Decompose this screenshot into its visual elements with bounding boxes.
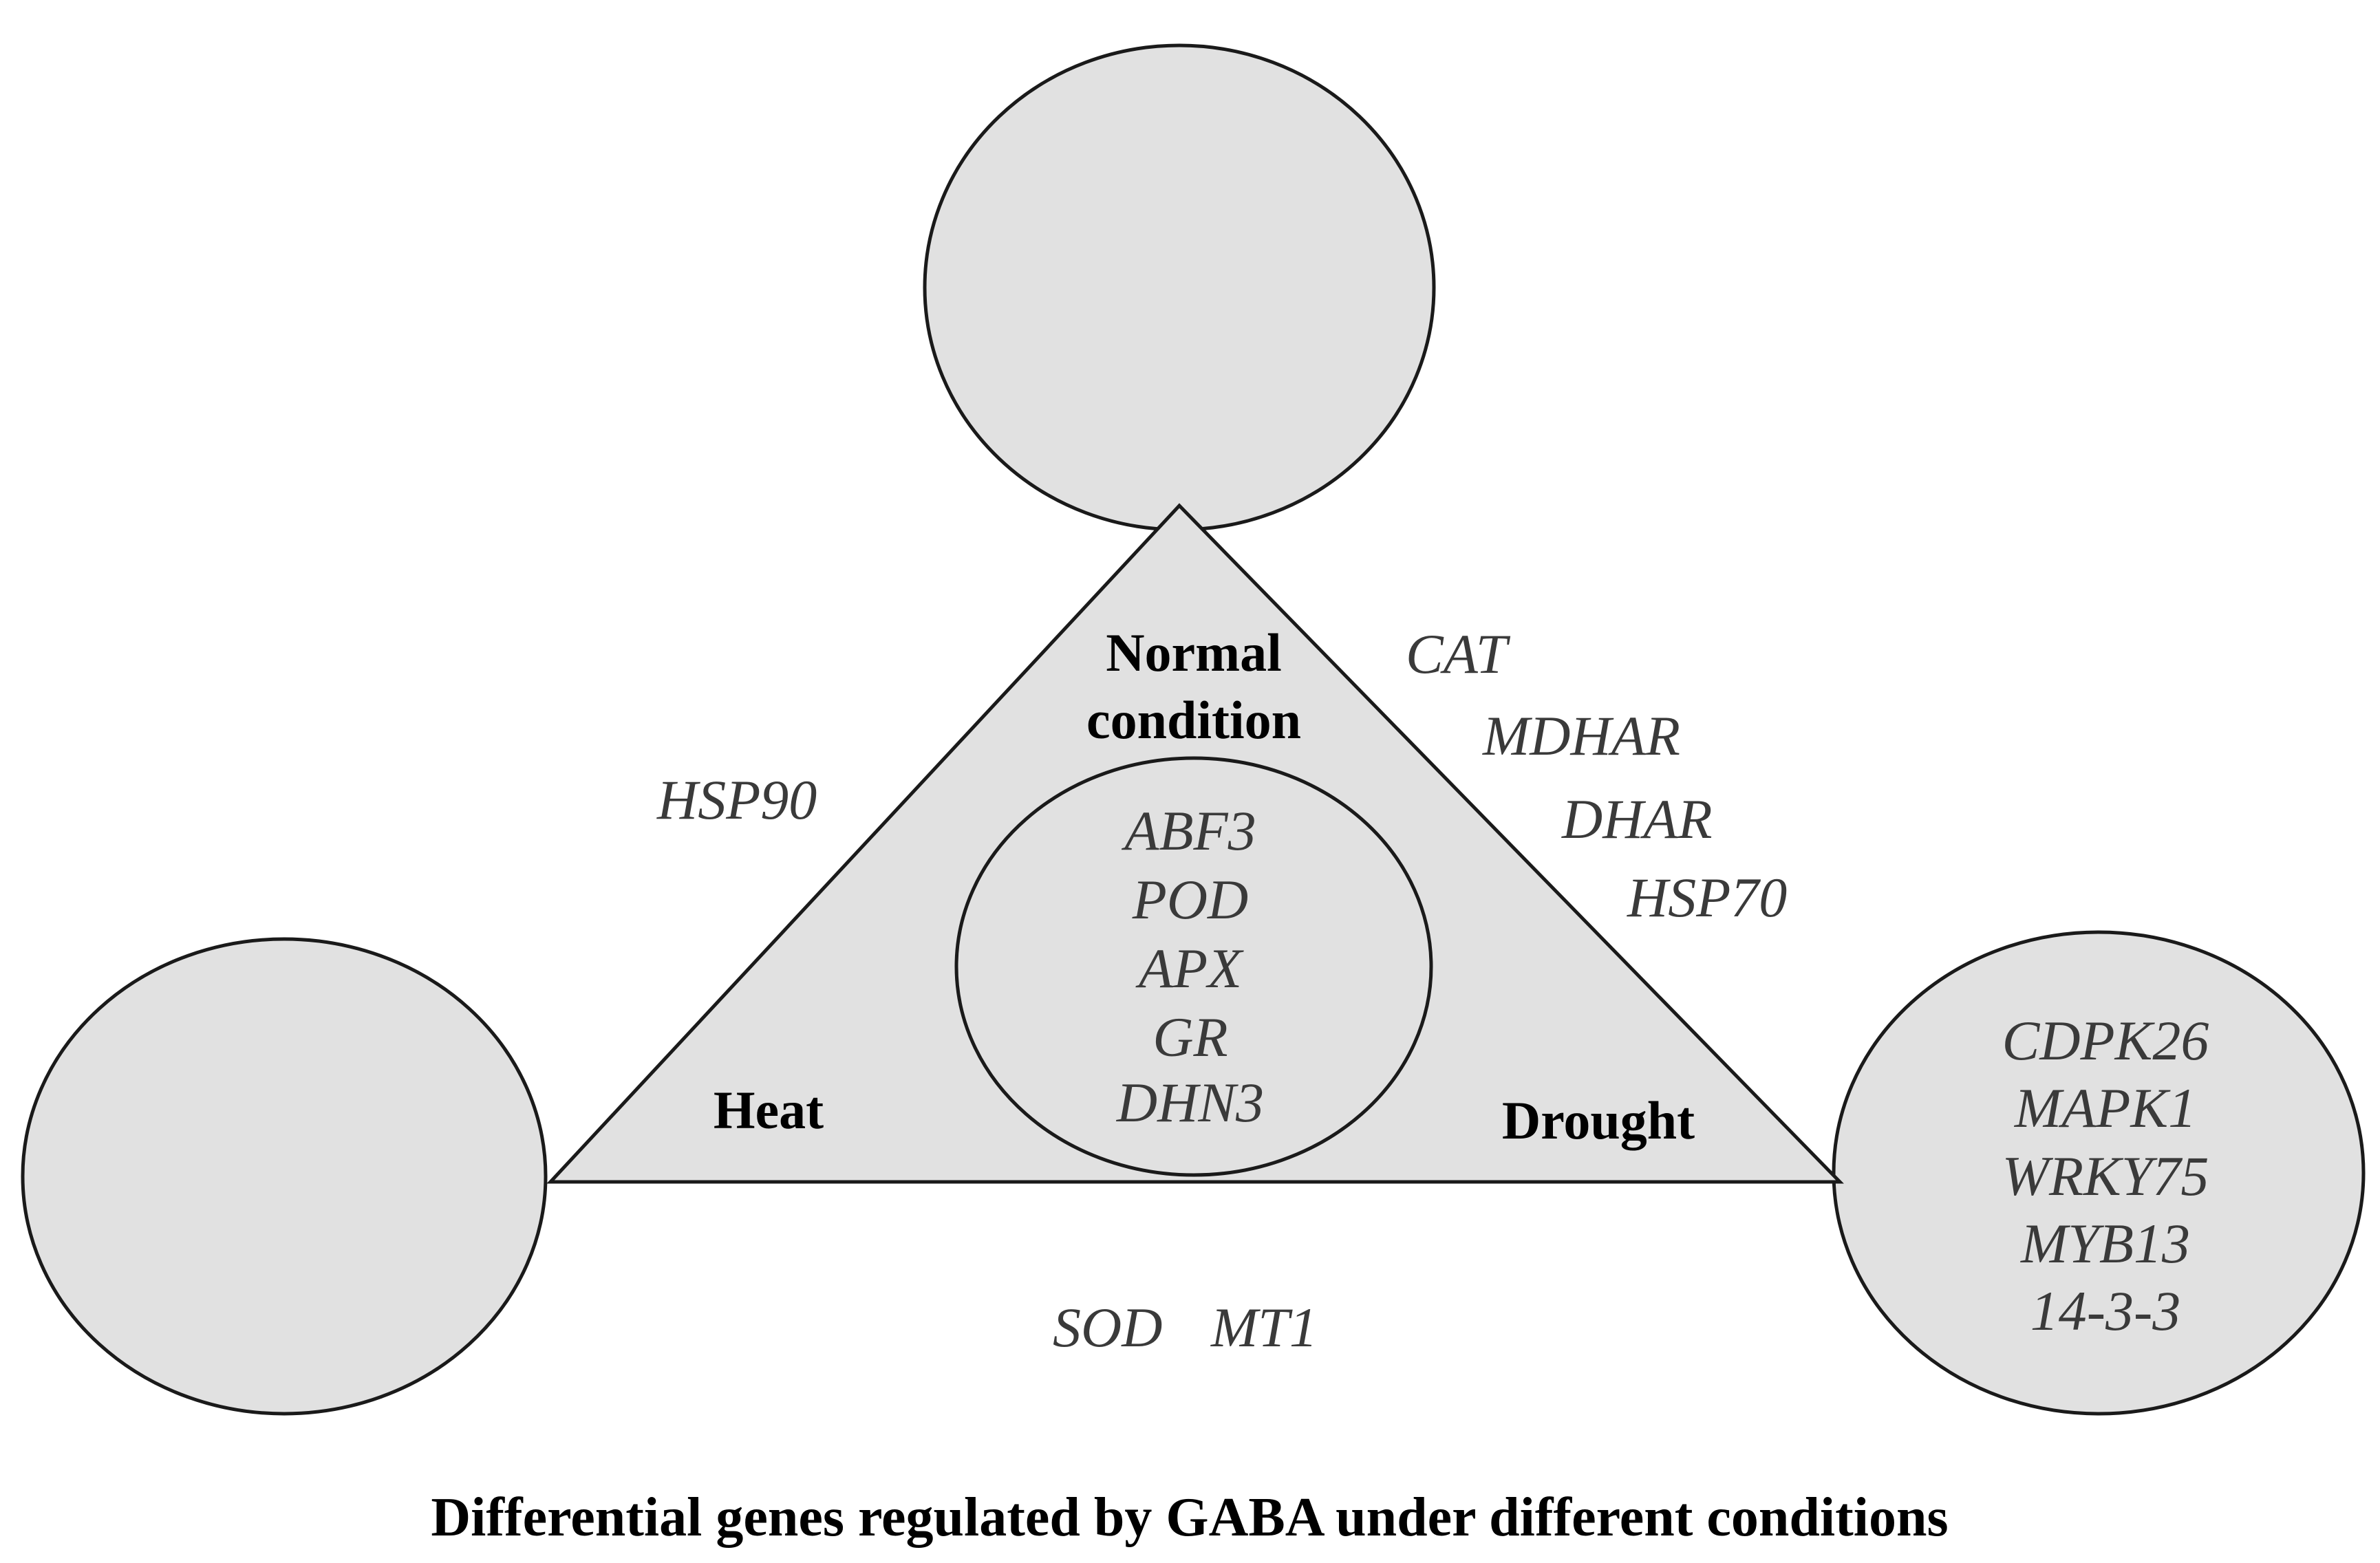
drought-gene-1: CDPK26 [2002, 1009, 2209, 1072]
center-gene-5: DHN3 [1116, 1071, 1264, 1134]
center-gene-2: POD [1132, 868, 1249, 931]
edge-gene-cat: CAT [1406, 623, 1511, 685]
normal-condition-label-line2: condition [1086, 690, 1301, 750]
figure-caption: Differential genes regulated by GABA und… [431, 1487, 1948, 1548]
drought-gene-5: 14-3-3 [2030, 1280, 2181, 1342]
heat-circle [21, 937, 548, 1416]
drought-circle [1832, 930, 2366, 1416]
shared-genes-circle [954, 756, 1433, 1177]
heat-label: Heat [714, 1080, 824, 1140]
edge-gene-sod: SOD [1053, 1296, 1162, 1359]
drought-label: Drought [1502, 1090, 1695, 1150]
center-gene-1: ABF3 [1121, 799, 1256, 862]
edge-gene-hsp70: HSP70 [1627, 866, 1787, 929]
normal-condition-label-line1: Normal [1106, 623, 1282, 682]
center-gene-4: GR [1153, 1006, 1227, 1068]
edge-gene-mt1: MT1 [1210, 1296, 1318, 1359]
drought-gene-2: MAPK1 [2014, 1077, 2196, 1139]
drought-gene-3: WRKY75 [2002, 1145, 2209, 1207]
center-gene-3: APX [1135, 937, 1244, 1000]
normal-circle [923, 43, 1436, 532]
edge-gene-hsp90: HSP90 [656, 768, 817, 831]
drought-gene-4: MYB13 [2020, 1212, 2190, 1275]
edge-gene-dhar: DHAR [1561, 788, 1713, 850]
edge-gene-mdhar: MDHAR [1482, 704, 1680, 767]
